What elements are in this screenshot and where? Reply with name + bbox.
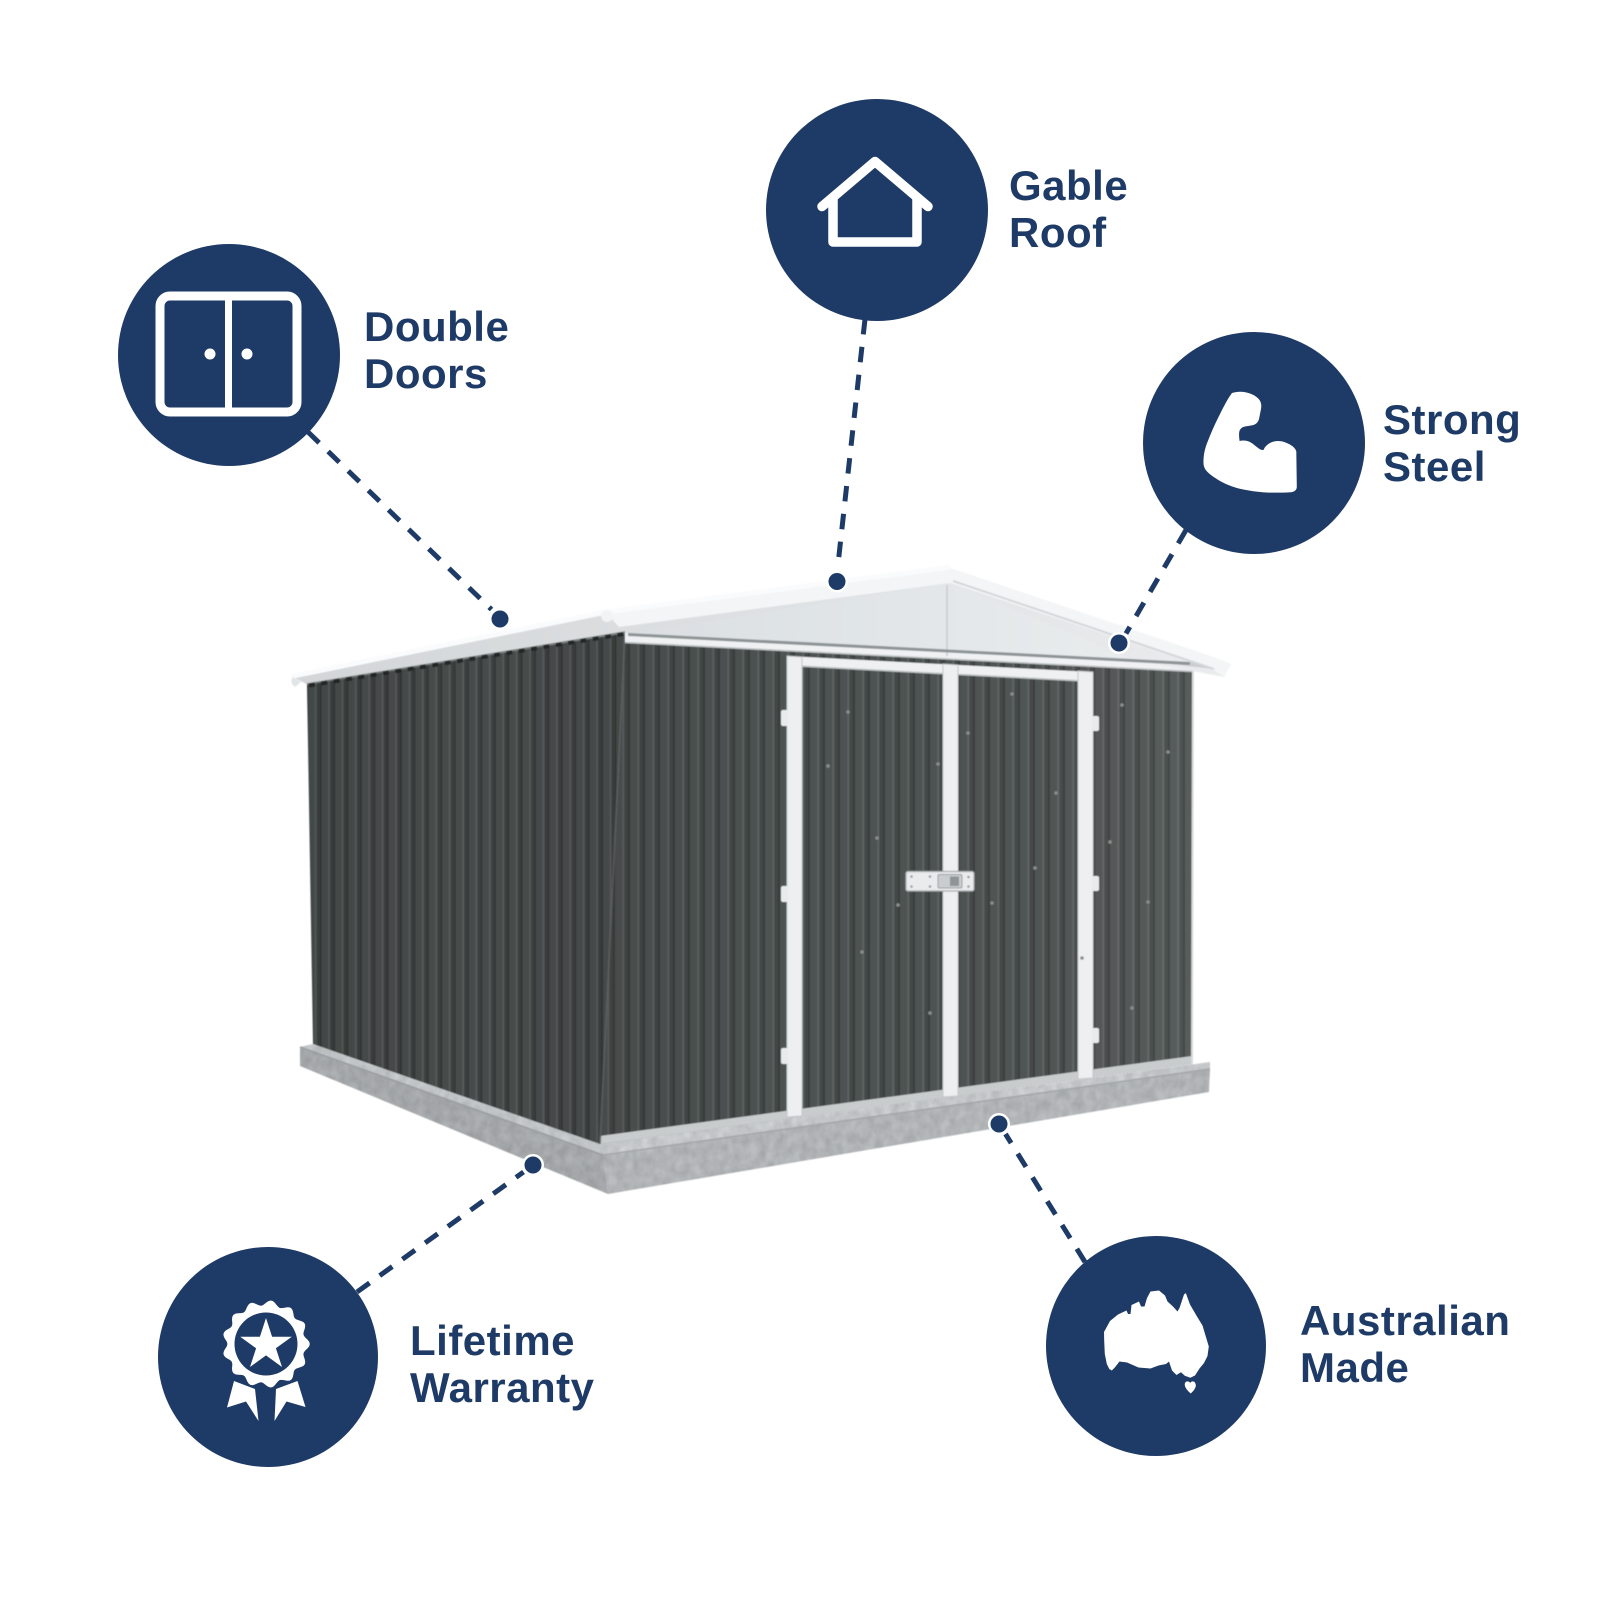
svg-text:Roof: Roof <box>1009 209 1107 256</box>
svg-text:Strong: Strong <box>1383 396 1521 443</box>
svg-text:Double: Double <box>364 303 509 350</box>
svg-text:Steel: Steel <box>1383 443 1486 490</box>
svg-text:Lifetime: Lifetime <box>410 1317 575 1364</box>
svg-text:Made: Made <box>1300 1344 1409 1391</box>
svg-text:Australian: Australian <box>1300 1297 1510 1344</box>
svg-text:Gable: Gable <box>1009 162 1128 209</box>
svg-text:Warranty: Warranty <box>410 1364 595 1411</box>
svg-text:Doors: Doors <box>364 350 488 397</box>
